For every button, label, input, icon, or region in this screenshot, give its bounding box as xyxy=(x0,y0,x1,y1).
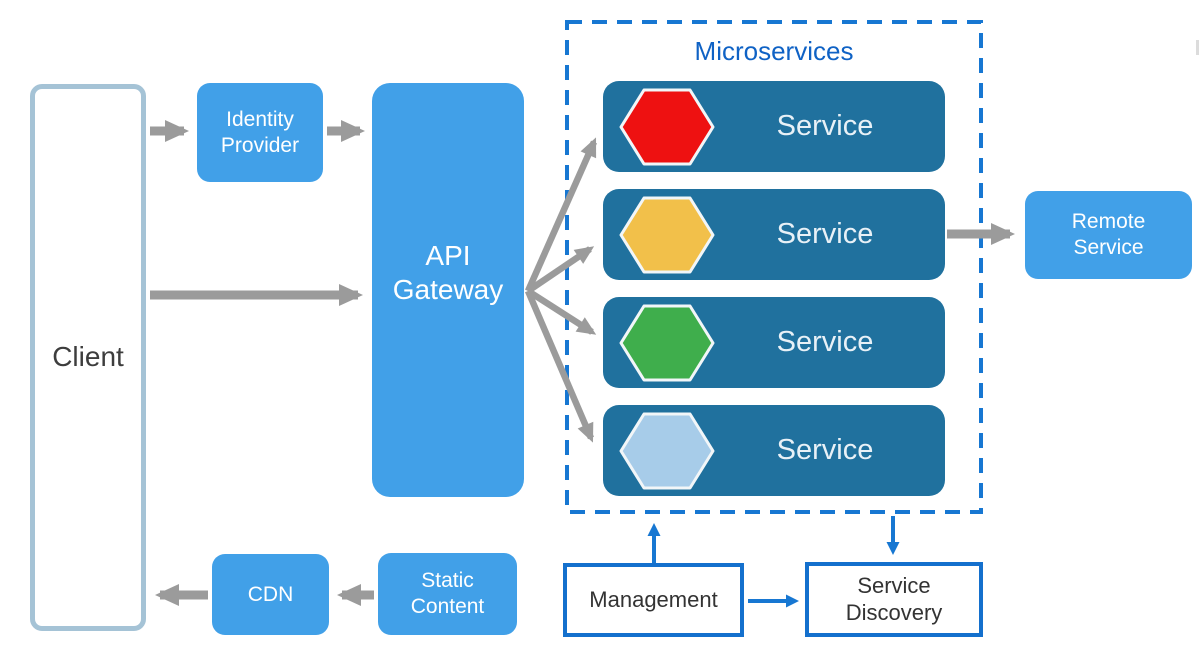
arrow-gateway-to-service-yellow xyxy=(526,246,595,294)
service-label: Service xyxy=(776,218,874,250)
yellow-hexagon-icon xyxy=(619,196,715,273)
service-label: Service xyxy=(776,326,874,358)
client-label: Client xyxy=(52,341,124,373)
client-node: Client xyxy=(30,84,146,631)
service-row-yellow: Service xyxy=(603,189,945,280)
light-blue-hexagon-icon xyxy=(619,412,715,489)
hexagon-shape xyxy=(619,88,715,165)
hexagon-shape xyxy=(619,196,715,273)
service-row-green: Service xyxy=(603,297,945,388)
management-label: Management xyxy=(589,586,718,612)
cdn-node: CDN xyxy=(212,554,329,635)
remote-service-node: Remote Service xyxy=(1025,191,1192,279)
service-label: Service xyxy=(776,434,874,466)
service-row-lightblue: Service xyxy=(603,405,945,496)
service-row-red: Service xyxy=(603,81,945,172)
identity-provider-label: Identity Provider xyxy=(220,107,300,157)
arrow-gateway-to-service-green xyxy=(526,288,597,335)
api-gateway-label: API Gateway xyxy=(392,239,504,305)
identity-provider-node: Identity Provider xyxy=(197,83,323,182)
red-hexagon-icon xyxy=(619,88,715,165)
remote-service-label: Remote Service xyxy=(1071,210,1146,259)
static-content-node: Static Content xyxy=(378,553,517,635)
service-discovery-label: Service Discovery xyxy=(845,572,943,625)
arrow-gateway-to-service-red xyxy=(525,137,597,293)
right-edge-artifact xyxy=(1196,40,1199,55)
api-gateway-node: API Gateway xyxy=(372,83,524,497)
service-label: Service xyxy=(776,110,874,142)
cdn-label: CDN xyxy=(247,582,294,606)
hexagon-shape xyxy=(619,412,715,489)
hexagon-shape xyxy=(619,304,715,381)
management-node: Management xyxy=(563,563,744,637)
service-discovery-node: Service Discovery xyxy=(805,562,983,637)
arrow-gateway-to-service-lightblue xyxy=(525,289,594,443)
static-content-label: Static Content xyxy=(410,569,485,618)
green-hexagon-icon xyxy=(619,304,715,381)
microservices-container-title: Microservices xyxy=(694,36,854,66)
